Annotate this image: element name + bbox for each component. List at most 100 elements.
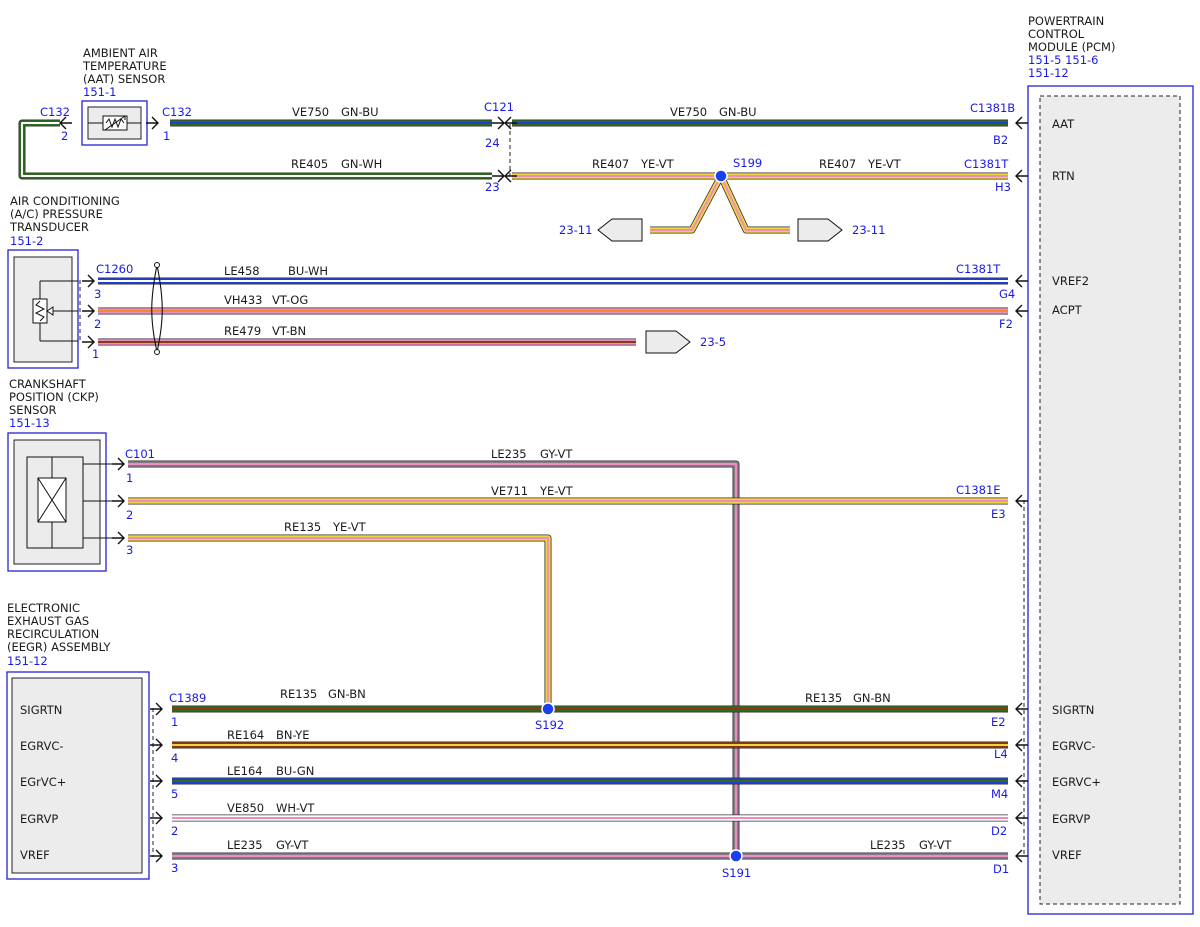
c1381t-b-label: C1381T	[956, 262, 1001, 276]
thermistor-icon	[88, 115, 141, 131]
c1260-pin1-arrow	[82, 335, 95, 349]
svg-text:LE235: LE235	[491, 447, 527, 461]
pcm-pin-m4: M4	[991, 787, 1008, 801]
pcm-outline	[1027, 85, 1194, 915]
pcm-pin-labels: AAT RTN VREF2 ACPT SIGRTN EGRVC- EGRVC+ …	[1052, 117, 1101, 862]
offpage-ref-23-5[interactable]: 23-5	[645, 330, 726, 354]
c121-pin-23: 23	[485, 180, 500, 194]
eegr-pin-egrvc-plus: EGrVC+	[20, 775, 66, 789]
wire-label-le235-a: LE235 GY-VT	[491, 447, 573, 461]
c1389-pin-3: 3	[171, 861, 178, 875]
splice-s192-dot	[541, 702, 555, 716]
pcm-pin-egrvp: EGRVP	[1052, 812, 1090, 826]
svg-text:GY-VT: GY-VT	[540, 447, 573, 461]
c1381t-b-pin-f2: F2	[999, 317, 1013, 331]
offpage-ref-23-11-right[interactable]: 23-11	[797, 218, 885, 242]
svg-text:RE407: RE407	[819, 157, 856, 171]
svg-text:VE850: VE850	[227, 801, 264, 815]
c1381t-a-pin: H3	[995, 180, 1011, 194]
svg-text:GN-BN: GN-BN	[328, 687, 366, 701]
acp-ref: 151-2	[10, 234, 43, 248]
pcm-pin-sigrtn: SIGRTN	[1052, 703, 1094, 717]
svg-text:RE135: RE135	[805, 691, 842, 705]
svg-text:VH433: VH433	[224, 293, 262, 307]
svg-text:LE164: LE164	[227, 764, 263, 778]
c132-right-label: C132	[162, 105, 192, 119]
c121-pin24-female	[504, 116, 517, 130]
c1389-arrow-3	[150, 811, 163, 825]
c1381t-b-pin-g4: G4	[999, 287, 1015, 301]
c1381b-pin: B2	[993, 133, 1008, 147]
svg-text:LE458: LE458	[224, 264, 260, 278]
eegr-pin-sigrtn: SIGRTN	[20, 703, 62, 717]
svg-text:VE750: VE750	[670, 105, 707, 119]
pressure-transducer-icon	[32, 280, 78, 342]
splice-s199-dot	[714, 169, 728, 183]
splice-s191-dot	[729, 849, 743, 863]
c121-pin24-male	[492, 116, 505, 130]
connector-arrows	[59, 116, 1028, 863]
c1389-pin-5: 5	[171, 787, 178, 801]
acp-outline	[7, 249, 79, 369]
c1381t-a-label: C1381T	[964, 157, 1009, 171]
splices: S199 S192 S191	[535, 156, 762, 880]
svg-text:GN-BN: GN-BN	[853, 691, 891, 705]
c101-pin-3: 3	[126, 543, 133, 557]
pcm-f2-arrow	[1015, 304, 1028, 318]
c1260-pin2-arrow	[82, 304, 95, 318]
c132-left-arrow	[59, 116, 72, 130]
c1389-pin-4: 4	[171, 751, 178, 765]
c101-label: C101	[125, 447, 155, 461]
svg-text:RE407: RE407	[592, 157, 629, 171]
c1260-pin-2: 2	[94, 317, 101, 331]
svg-text:23-11: 23-11	[559, 223, 592, 237]
eegr-pin-egrvp: EGRVP	[20, 812, 58, 826]
c1260-pin-1: 1	[92, 347, 99, 361]
wire-le235-a	[128, 460, 740, 856]
c1389-arrow-0	[150, 702, 163, 716]
svg-text:RE135: RE135	[280, 687, 317, 701]
c132-left-label: C132	[40, 105, 70, 119]
wire-re407-branch-left	[650, 174, 725, 234]
pcm-b2-arrow	[1015, 116, 1028, 130]
svg-text:VE711: VE711	[491, 484, 528, 498]
svg-text:WH-VT: WH-VT	[276, 801, 315, 815]
splice-s192-label: S192	[535, 718, 564, 732]
c101-pin2-arrow	[112, 494, 125, 508]
wires-layer	[18, 119, 1008, 860]
c101-pin-2: 2	[126, 508, 133, 522]
pcm-pin-vref: VREF	[1052, 848, 1082, 862]
eegr-outline	[6, 671, 150, 880]
svg-text:BU-WH: BU-WH	[288, 264, 328, 278]
connector-dashes	[79, 124, 1025, 857]
c1389-label: C1389	[169, 691, 206, 705]
svg-text:VE750: VE750	[292, 105, 329, 119]
svg-text:GY-VT: GY-VT	[919, 838, 952, 852]
c1381e-pin: E3	[991, 507, 1006, 521]
svg-text:BN-YE: BN-YE	[276, 728, 310, 742]
svg-text:VT-BN: VT-BN	[272, 324, 306, 338]
c121-pin23-male	[492, 169, 505, 183]
svg-text:GY-VT: GY-VT	[276, 838, 309, 852]
eegr-body	[11, 677, 143, 874]
c1260-pin-3: 3	[94, 287, 101, 301]
offpage-ref-23-11-left[interactable]: 23-11	[559, 218, 643, 242]
svg-text:23-11: 23-11	[852, 223, 885, 237]
